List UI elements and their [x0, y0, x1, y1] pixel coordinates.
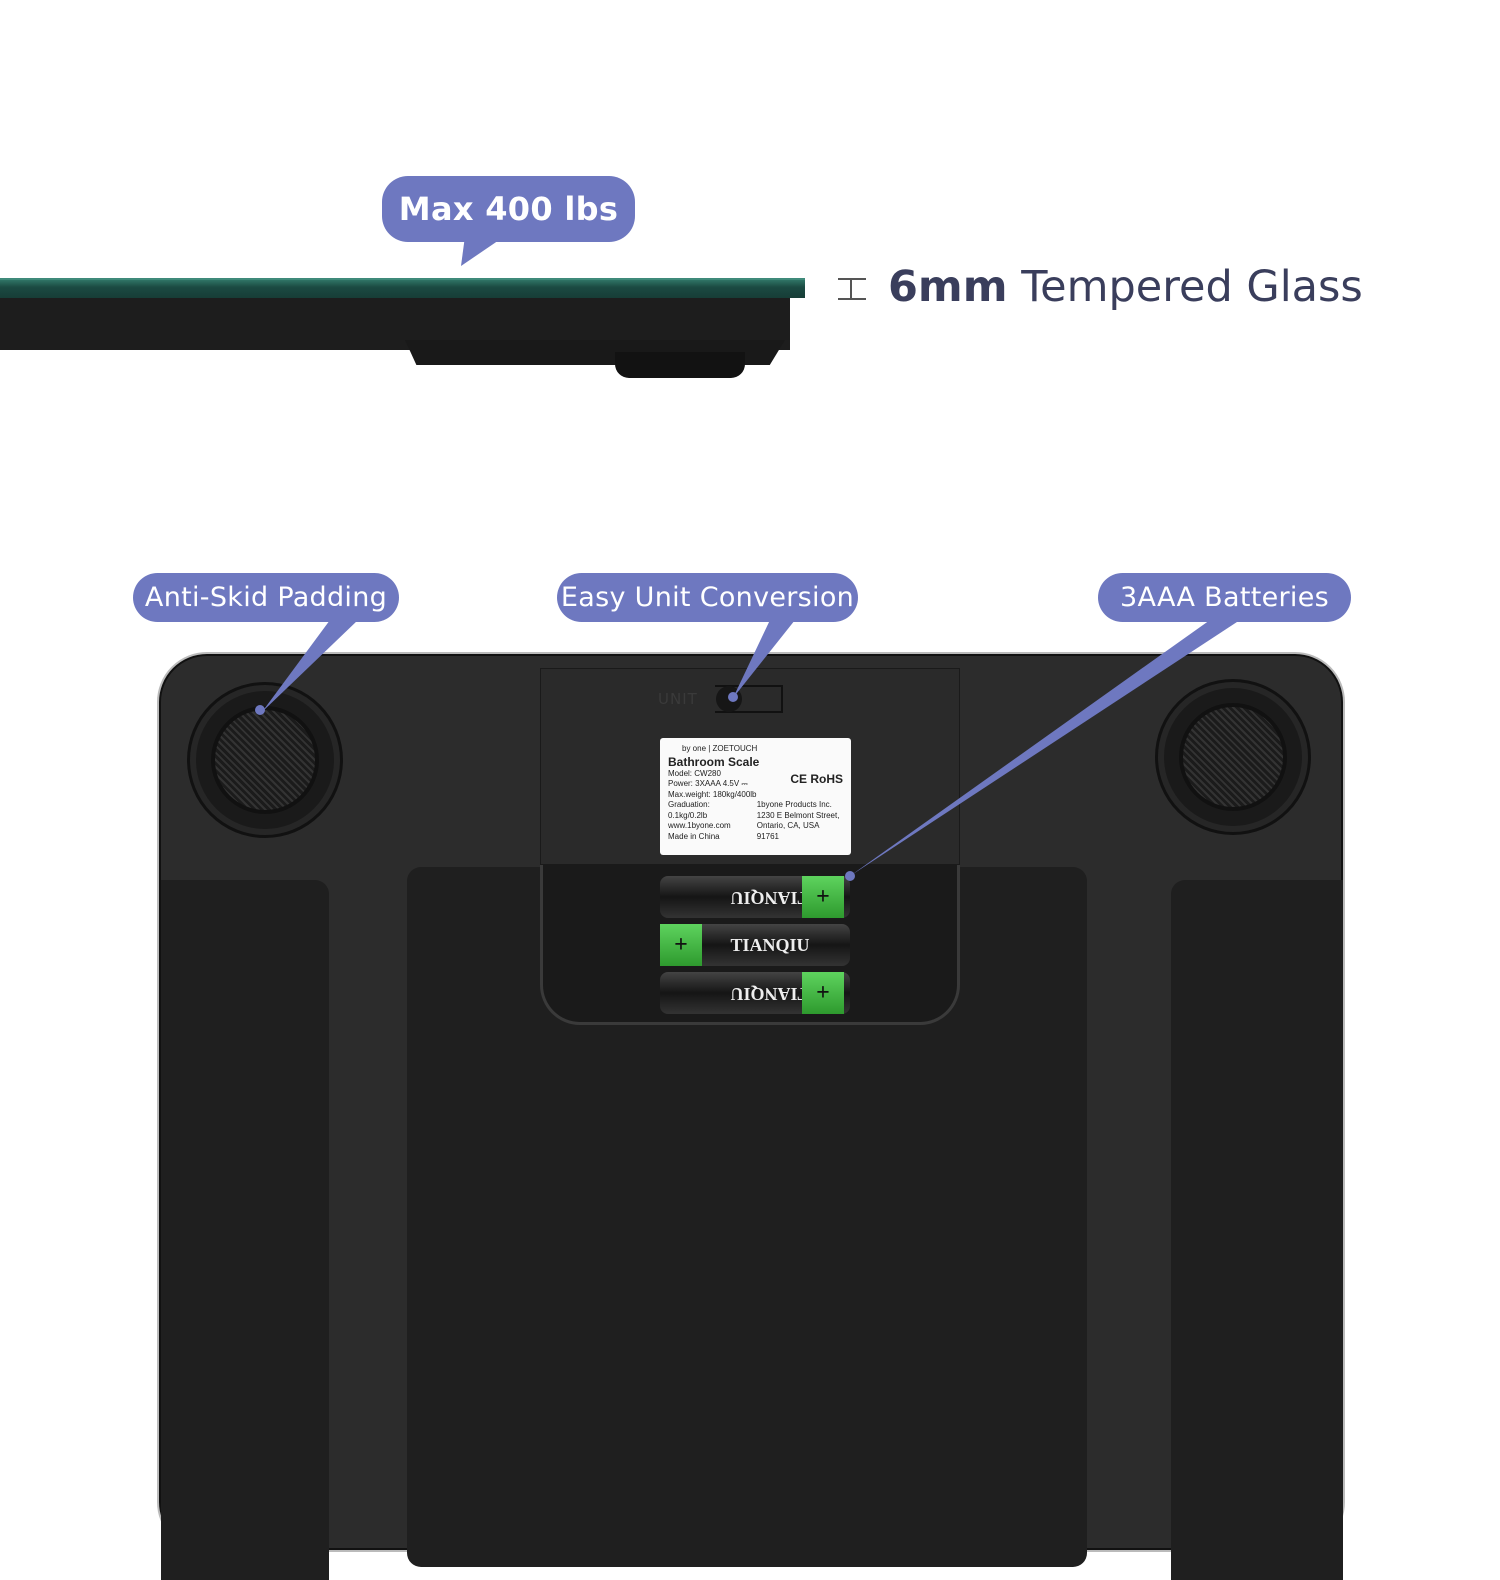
anti-skid-foot-right	[1158, 682, 1308, 832]
glass-type: Tempered Glass	[1021, 262, 1363, 312]
battery-3: TIANQIU+	[660, 972, 850, 1014]
label-address1: 1230 E Belmont Street,	[756, 810, 840, 820]
glass-thickness: 6mm	[888, 262, 1008, 312]
brand: by one | ZOETOUCH	[682, 744, 758, 753]
label-address2: Ontario, CA, USA 91761	[756, 821, 819, 841]
max-weight-callout: Max 400 lbs	[382, 176, 635, 242]
unit-switch-knob[interactable]	[716, 686, 742, 712]
left-panel	[161, 880, 329, 1580]
callout-tail	[461, 236, 505, 266]
unit-switch-label: UNIT	[658, 690, 698, 708]
label-max-weight: Max.weight: 180kg/400lb	[668, 789, 757, 799]
batteries-callout: 3AAA Batteries	[1098, 573, 1351, 622]
label-power: Power: 3XAAA 4.5V ⎓	[668, 779, 748, 788]
label-company: 1byone Products Inc.	[756, 800, 832, 809]
battery-2: + TIANQIU	[660, 924, 850, 966]
product-label: by one | ZOETOUCH Bathroom Scale Model: …	[660, 738, 851, 855]
thickness-icon	[838, 278, 866, 300]
battery-plus-icon: +	[802, 876, 844, 918]
battery-1: TIANQIU+	[660, 876, 850, 918]
cert-marks: CE RoHS	[790, 771, 843, 786]
right-panel	[1171, 880, 1343, 1580]
battery-brand: TIANQIU	[730, 934, 810, 955]
unit-conversion-callout: Easy Unit Conversion	[557, 573, 858, 622]
battery-plus-icon: +	[660, 924, 702, 966]
anti-skid-foot-left	[190, 685, 340, 835]
label-origin: Made in China	[668, 831, 720, 841]
battery-plus-icon: +	[802, 972, 844, 1014]
scale-glass-edge	[0, 278, 805, 298]
label-title: Bathroom Scale	[668, 754, 760, 769]
label-graduation: Graduation: 0.1kg/0.2lb	[668, 800, 710, 820]
anti-skid-callout: Anti-Skid Padding	[133, 573, 399, 622]
glass-headline: 6mm Tempered Glass	[888, 262, 1363, 312]
label-model: Model: CW280	[668, 768, 721, 778]
scale-side-foot	[615, 352, 745, 378]
scale-bottom	[157, 652, 1345, 1580]
label-website: www.1byone.com	[668, 821, 731, 830]
